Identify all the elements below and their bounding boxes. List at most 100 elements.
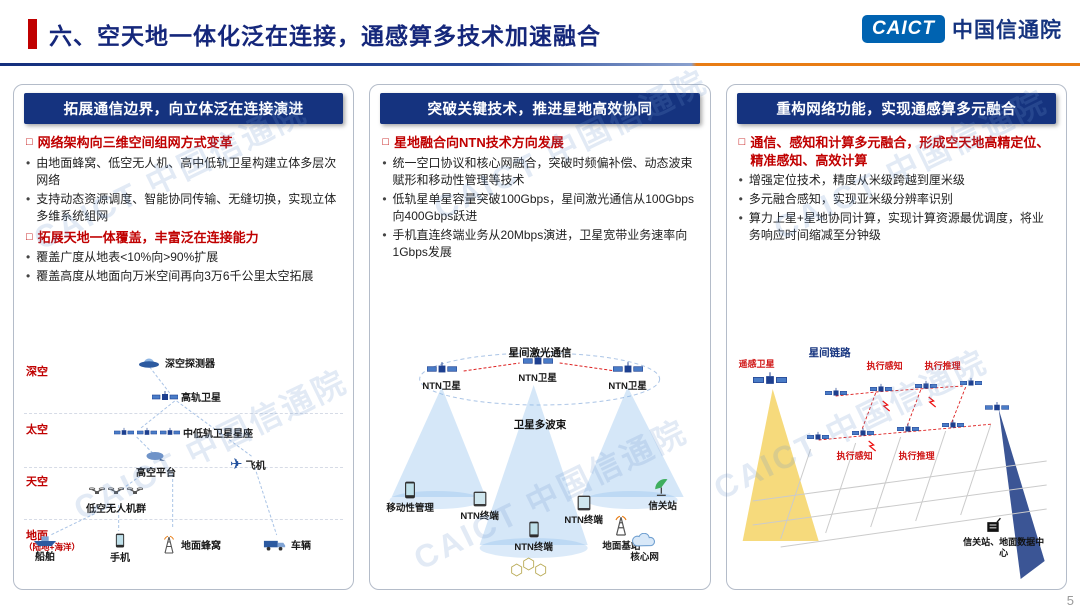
dot-bullet: • bbox=[738, 192, 743, 207]
drone-swarm-icons bbox=[89, 487, 143, 499]
laser-link-label: 星间激光通信 bbox=[508, 347, 572, 359]
dot-bullet: • bbox=[382, 227, 387, 242]
geo-satellite-label: 高轨卫星 bbox=[181, 393, 221, 404]
bullet-row: • 手机直连终端业务从20Mbps演进，卫星宽带业务速率向1Gbps发展 bbox=[382, 227, 697, 261]
ntn-satellite-icon bbox=[613, 361, 643, 377]
ntn-terminal-icon bbox=[473, 491, 487, 507]
bullet-row: • 统一空口协议和核心网融合，突破时频偏补偿、动态波束赋形和移动性管理等技术 bbox=[382, 155, 697, 189]
ship-label: 船舶 bbox=[35, 552, 55, 563]
gateway-label: 信关站 bbox=[648, 501, 677, 512]
execute-inference-label: 执行推理 bbox=[898, 451, 935, 461]
dot-bullet: • bbox=[382, 191, 387, 206]
caict-logo-mark: CAICT bbox=[861, 15, 945, 43]
satellite-icon bbox=[807, 431, 829, 443]
heading-row: □ 拓展天地一体覆盖，丰富泛在连接能力 bbox=[26, 229, 341, 247]
ntn-satellite-label: NTN卫星 bbox=[608, 381, 647, 392]
gateway-dish-icon bbox=[653, 477, 673, 497]
ntn-satellite-ground-diagram: 星间激光通信 NTN卫星 NTN卫星 NTN卫星 卫星多波束 移动性管理 bbox=[380, 345, 699, 583]
drone-icon bbox=[108, 487, 124, 496]
dot-bullet: • bbox=[26, 250, 31, 265]
phone-label: 手机 bbox=[110, 553, 130, 564]
plane-icon: ✈ bbox=[230, 456, 243, 473]
plane-label: 飞机 bbox=[245, 460, 266, 472]
page-number: 5 bbox=[1066, 593, 1074, 608]
remote-sensing-satellite-icon bbox=[753, 371, 787, 389]
bullet-row: • 多元融合感知，实现亚米级分辨率识别 bbox=[739, 191, 1054, 208]
heading-text: 网络架构向三维空间组网方式变革 bbox=[37, 135, 233, 150]
ntn-terminal-icon bbox=[577, 495, 591, 511]
execute-sensing-label: 执行感知 bbox=[836, 451, 873, 461]
ground-cellular-label: 地面蜂窝 bbox=[181, 540, 221, 552]
layer-separator bbox=[24, 467, 344, 468]
layer-label-deep-space: 深空 bbox=[26, 366, 48, 378]
bullet-row: • 算力上星+星地协同计算，实现计算资源最优调度，将业务响应时间缩减至分钟级 bbox=[739, 210, 1054, 244]
content-columns: 拓展通信边界，向立体泛在连接演进 □ 网络架构向三维空间组网方式变革 • 由地面… bbox=[13, 84, 1067, 590]
satellite-icon bbox=[960, 377, 982, 389]
dot-bullet: • bbox=[26, 191, 31, 206]
execute-inference-label: 执行推理 bbox=[924, 361, 961, 371]
layer-label-ground-sub: （陆地+海洋） bbox=[24, 542, 80, 552]
layer-separator bbox=[24, 413, 344, 414]
column-ntn-technology: 突破关键技术，推进星地高效协同 □ 星地融合向NTN技术方向发展 • 统一空口协… bbox=[369, 84, 711, 590]
drone-icon bbox=[89, 487, 105, 496]
satellite-icon bbox=[825, 387, 847, 399]
drone-swarm-label: 低空无人机群 bbox=[86, 504, 146, 515]
square-bullet: □ bbox=[738, 136, 746, 148]
caict-logo: CAICT 中国信通院 bbox=[861, 14, 1062, 44]
column3-header: 重构网络功能，实现通感算多元融合 bbox=[736, 93, 1056, 124]
core-network-label: 核心网 bbox=[630, 552, 659, 563]
heading-text: 通信、感知和计算多元融合，形成空天地高精定位、精准感知、高效计算 bbox=[750, 135, 1050, 168]
drone-icon bbox=[127, 487, 143, 496]
layer-separator bbox=[24, 519, 344, 520]
ntn-terminal-label: NTN终端 bbox=[564, 515, 603, 526]
beams-and-orbit bbox=[389, 352, 684, 577]
bullet-text: 覆盖广度从地表<10%向>90%扩展 bbox=[36, 250, 219, 265]
square-bullet: □ bbox=[26, 230, 33, 243]
column-sensing-computing-fusion: 重构网络功能，实现通感算多元融合 □ 通信、感知和计算多元融合，形成空天地高精定… bbox=[725, 84, 1067, 590]
leo-constellation-label: 中低轨卫星星座 bbox=[183, 429, 253, 440]
remote-sensing-sat-label: 遥感卫星 bbox=[738, 359, 775, 369]
haps-icon bbox=[144, 451, 168, 463]
execute-sensing-label: 执行感知 bbox=[866, 361, 903, 371]
phone-icon bbox=[115, 533, 125, 548]
bullet-row: • 低轨星单星容量突破100Gbps，星间激光通信从100Gbps向400Gbp… bbox=[382, 191, 697, 225]
ntn-satellite-icon bbox=[427, 361, 457, 377]
bullet-text: 算力上星+星地协同计算，实现计算资源最优调度，将业务响应时间缩减至分钟级 bbox=[748, 211, 1044, 243]
satellite-icon bbox=[870, 383, 892, 395]
leo-satellite-icon bbox=[114, 427, 134, 438]
geo-satellite-icon bbox=[152, 390, 178, 404]
mobility-management-label: 移动性管理 bbox=[386, 503, 434, 514]
column1-content: □ 网络架构向三维空间组网方式变革 • 由地面蜂窝、低空无人机、高中低轨卫星构建… bbox=[24, 124, 343, 287]
heading-row: □ 星地融合向NTN技术方向发展 bbox=[382, 134, 697, 152]
constellation-links-and-beams bbox=[742, 385, 1047, 579]
bullet-text: 覆盖高度从地面向万米空间再向3万6千公里太空拓展 bbox=[36, 269, 314, 284]
square-bullet: □ bbox=[26, 136, 33, 148]
dot-bullet: • bbox=[738, 211, 743, 226]
phone-icon bbox=[404, 481, 416, 499]
satellite-icon bbox=[942, 419, 964, 431]
ntn-satellite-label: NTN卫星 bbox=[422, 381, 461, 392]
cell-tower-icon bbox=[160, 533, 178, 555]
leo-satellite-icon bbox=[160, 427, 180, 438]
bullet-row: • 由地面蜂窝、低空无人机、高中低轨卫星构建立体多层次网络 bbox=[26, 155, 341, 189]
ntn-terminal-label: NTN终端 bbox=[460, 511, 499, 522]
dot-bullet: • bbox=[738, 173, 743, 188]
layer-links-lines bbox=[50, 366, 278, 536]
bullet-row: • 覆盖广度从地表<10%向>90%扩展 bbox=[26, 249, 341, 266]
square-bullet: □ bbox=[382, 136, 389, 148]
dot-bullet: • bbox=[382, 155, 387, 170]
bullet-row: • 增强定位技术，精度从米级跨越到厘米级 bbox=[739, 172, 1054, 189]
satellite-icon bbox=[897, 423, 919, 435]
bullet-text: 低轨星单星容量突破100Gbps，星间激光通信从100Gbps向400Gbps跃… bbox=[392, 191, 694, 223]
gateway-datacenter-label: 信关站、地面数据中心 bbox=[963, 537, 1045, 559]
ntn-terminal-icon bbox=[528, 521, 540, 538]
multibeam-label: 卫星多波束 bbox=[513, 419, 567, 431]
satellite-icon bbox=[852, 427, 874, 439]
sensing-computing-constellation-diagram: 遥感卫星 星间链路 执行感知 执行推理 执行感知 执行推理 bbox=[737, 341, 1056, 583]
slide-header: 六、空天地一体化泛在连接，通感算多技术加速融合 CAICT 中国信通院 bbox=[28, 12, 1062, 56]
core-network-icon bbox=[631, 533, 659, 548]
ntn-terminal-label: NTN终端 bbox=[514, 542, 553, 553]
column-connectivity-evolution: 拓展通信边界，向立体泛在连接演进 □ 网络架构向三维空间组网方式变革 • 由地面… bbox=[13, 84, 355, 590]
bullet-text: 多元融合感知，实现亚米级分辨率识别 bbox=[748, 192, 953, 207]
column2-header: 突破关键技术，推进星地高效协同 bbox=[380, 93, 700, 124]
